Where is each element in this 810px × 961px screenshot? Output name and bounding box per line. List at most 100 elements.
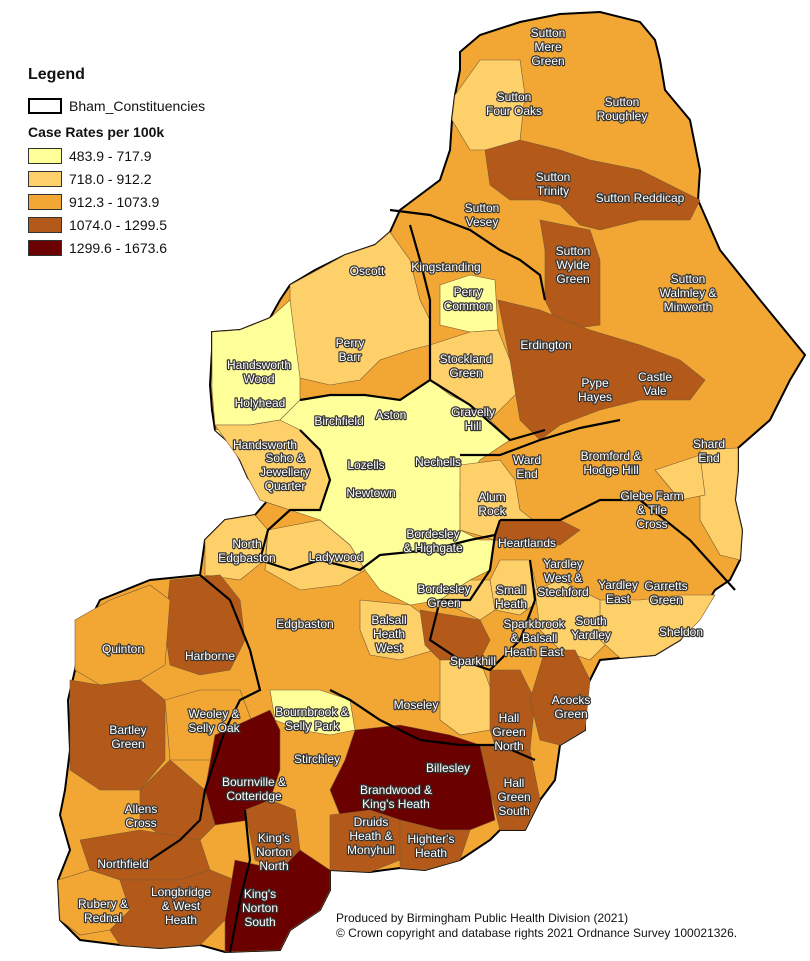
ward-label-line: Glebe Farm xyxy=(620,489,683,503)
ward-label-line: & Tile xyxy=(637,503,667,517)
credit-line-2: © Crown copyright and database rights 20… xyxy=(336,926,738,940)
ward-label-line: Kingstanding xyxy=(411,260,480,274)
ward-label-line: Highter's xyxy=(408,832,455,846)
ward-label-line: Gravelly xyxy=(451,405,495,419)
ward-label-line: Pype xyxy=(581,376,609,390)
ward-label-line: Northfield xyxy=(97,857,148,871)
ward-label-line: Holyhead xyxy=(235,396,286,410)
ward-label-line: Yardley xyxy=(571,628,611,642)
ward-label-line: North xyxy=(232,537,261,551)
ward-label-line: South xyxy=(498,804,529,818)
ward-label-line: Perry xyxy=(336,336,365,350)
ward-label-line: Green xyxy=(427,596,460,610)
ward-label-line: King's xyxy=(258,831,290,845)
ward-label-line: Erdington xyxy=(520,338,571,352)
ward-label-line: Weoley & xyxy=(188,707,239,721)
legend-class-row: 912.3 - 1073.9 xyxy=(28,190,288,213)
map-credit: Produced by Birmingham Public Health Div… xyxy=(336,911,737,941)
ward-label: Bournbrook &Selly Park xyxy=(275,705,348,733)
ward-label-line: Cross xyxy=(125,816,156,830)
ward-label-line: Sutton xyxy=(465,201,500,215)
ward-label-line: North xyxy=(259,859,288,873)
ward-label-line: Trinity xyxy=(537,184,569,198)
legend-class-label: 718.0 - 912.2 xyxy=(69,170,152,187)
ward-label-line: Bournbrook & xyxy=(275,705,348,719)
ward-label-line: Stirchley xyxy=(294,752,340,766)
ward-label-line: Aston xyxy=(376,408,407,422)
ward-label-line: Green xyxy=(492,725,525,739)
legend-class-row: 1074.0 - 1299.5 xyxy=(28,213,288,236)
ward-label-line: Cotteridge xyxy=(226,789,282,803)
ward-label: Oscott xyxy=(350,264,385,278)
ward-label-line: Four Oaks xyxy=(486,104,542,118)
ward-label: Lozells xyxy=(347,458,384,472)
ward-label-line: Jewellery xyxy=(260,465,310,479)
ward-label-line: Hill xyxy=(465,419,482,433)
constituency-boundaries xyxy=(149,208,736,953)
ward-label-line: Nechells xyxy=(415,455,461,469)
ward-label-line: & Balsall xyxy=(511,631,558,645)
ward-label-line: Norton xyxy=(256,845,292,859)
ward-label-line: Moseley xyxy=(394,698,439,712)
ward-label-line: Shard xyxy=(693,437,725,451)
ward-label: Bromford &Hodge Hill xyxy=(581,449,642,477)
ward-label-line: Ward xyxy=(513,453,541,467)
ward-label-line: Minworth xyxy=(664,300,713,314)
ward-label-line: Common xyxy=(444,299,493,313)
ward-label-line: Sutton xyxy=(531,26,566,40)
ward-label-line: Walmley & xyxy=(660,286,717,300)
ward-label-line: Heath xyxy=(415,846,447,860)
ward-label: Newtown xyxy=(346,486,395,500)
ward-label-line: King's xyxy=(244,887,276,901)
ward-label-line: Sutton xyxy=(536,170,571,184)
ward-label: Birchfield xyxy=(314,414,363,428)
legend-class-row: 483.9 - 717.9 xyxy=(28,144,288,167)
ward-label-line: Rock xyxy=(478,504,506,518)
ward-label-line: Edgbaston xyxy=(276,617,333,631)
legend: Legend Bham_Constituencies Case Rates pe… xyxy=(28,66,288,259)
ward-label: Brandwood &King's Heath xyxy=(360,783,432,811)
ward-label-line: Stechford xyxy=(537,585,588,599)
ward-label-line: Wylde xyxy=(556,258,590,272)
ward-label-line: Edgbaston xyxy=(218,551,275,565)
ward-label-line: East xyxy=(606,592,631,606)
ward-label: Aston xyxy=(376,408,407,422)
ward-label: Ladywood xyxy=(309,550,364,564)
ward-label-line: Bordesley xyxy=(417,582,470,596)
ward-label: Weoley &Selly Oak xyxy=(188,707,240,735)
legend-class-row: 718.0 - 912.2 xyxy=(28,167,288,190)
ward-label-line: West & xyxy=(544,571,582,585)
ward-label: Heartlands xyxy=(498,536,556,550)
ward-label: Sutton Reddicap xyxy=(596,191,685,205)
legend-class-label: 912.3 - 1073.9 xyxy=(69,193,160,210)
ward-label-line: Roughley xyxy=(597,109,648,123)
ward-label-line: Green xyxy=(111,737,144,751)
ward-label: Stirchley xyxy=(294,752,340,766)
ward-label-line: Rubery & xyxy=(78,897,128,911)
ward-label-line: Sutton xyxy=(556,244,591,258)
ward-label-line: Heath xyxy=(373,627,405,641)
legend-swatch xyxy=(28,193,62,210)
ward-label: Bordesley& Highgate xyxy=(403,527,463,555)
ward-label-line: Sutton xyxy=(605,95,640,109)
ward-label-line: Harborne xyxy=(185,649,235,663)
ward-label-line: Stockland xyxy=(440,352,493,366)
ward-label: Kingstanding xyxy=(411,260,480,274)
ward-label-line: Small xyxy=(496,583,526,597)
